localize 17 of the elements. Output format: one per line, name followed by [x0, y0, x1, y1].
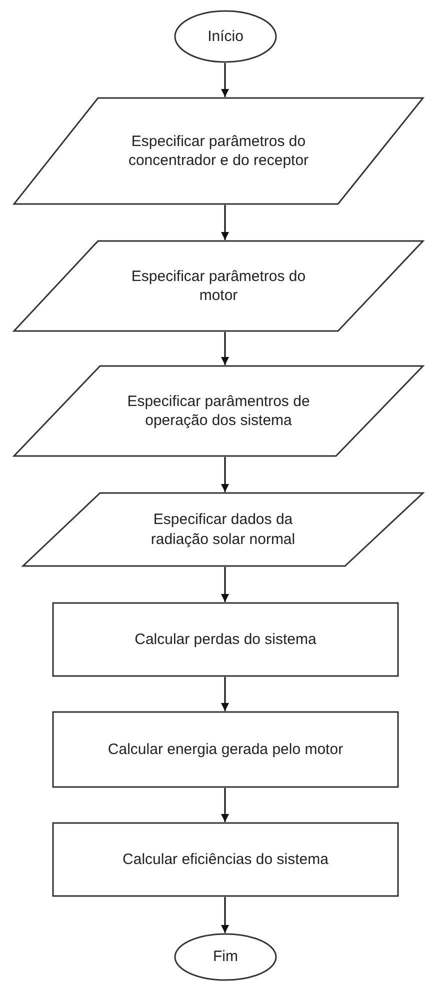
arrow [221, 788, 229, 822]
arrow [221, 677, 229, 711]
node-label: Fim [213, 947, 238, 967]
node-label: Calcular eficiências do sistema [122, 850, 328, 870]
node-label: Calcular energia gerada pelo motor [108, 740, 344, 760]
arrow [221, 457, 229, 492]
node-label: Início [208, 26, 244, 46]
arrow [221, 332, 229, 365]
node-label: Especificar parâmentros de operação dos sistema [126, 392, 311, 430]
node-label: Especificar parâmetros do concentrador e do receptor [127, 132, 310, 170]
arrow [221, 567, 229, 602]
arrow [221, 205, 229, 240]
node-label: Especificar parâmetros do motor [130, 266, 307, 306]
arrow [221, 63, 229, 97]
node-label: Calcular perdas do sistema [134, 630, 316, 650]
arrow [221, 897, 229, 933]
node-label: Especificar dados da radiação solar normal [150, 510, 296, 549]
